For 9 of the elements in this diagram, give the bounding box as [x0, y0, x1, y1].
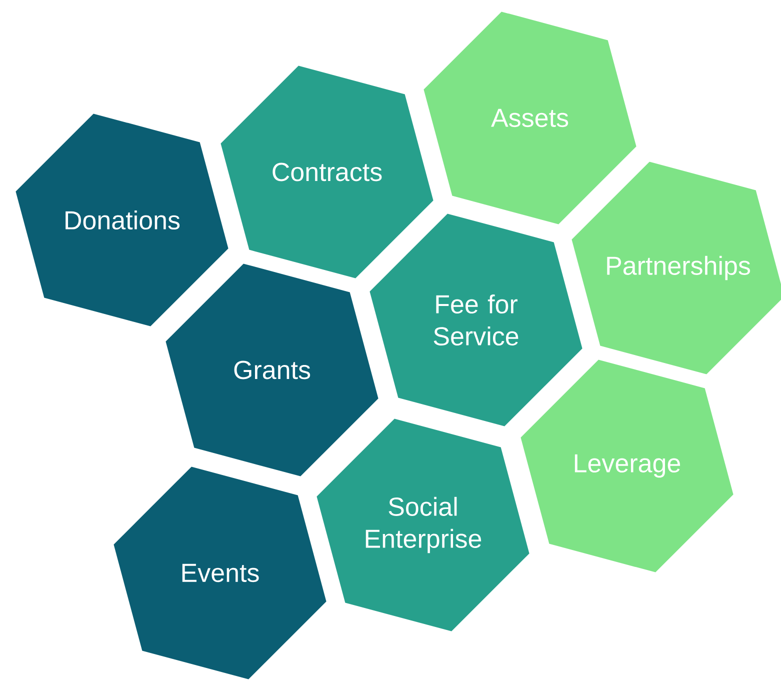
- hexagon: Contracts: [220, 66, 434, 278]
- hexagon: Donations: [16, 114, 228, 326]
- hexagon: Fee for Service: [370, 214, 582, 426]
- hexagon: Leverage: [520, 360, 734, 572]
- hexagon: Social Enterprise: [316, 418, 530, 632]
- hexagon: Events: [114, 466, 326, 680]
- hexagon: Grants: [166, 264, 378, 476]
- hexagon: Partnerships: [572, 162, 781, 374]
- hexagon: Assets: [424, 12, 636, 224]
